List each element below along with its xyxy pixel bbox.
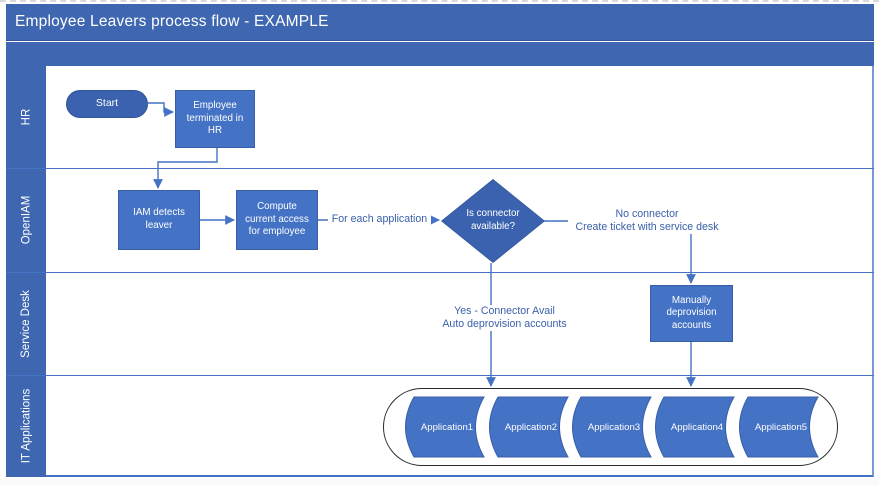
page-top-edge	[0, 0, 879, 2]
it-applications-container: Application1 Application2 Application3 A…	[383, 388, 838, 466]
compute-access-node: Compute current access for employee	[236, 190, 318, 250]
employee-terminated-node: Employee terminated in HR	[175, 90, 255, 148]
start-node: Start	[66, 90, 148, 118]
application5-shape: Application5	[731, 396, 820, 458]
lane-label-service-desk: Service Desk	[20, 289, 32, 358]
label-no-connector: No connector Create ticket with service …	[568, 208, 726, 234]
application4-shape: Application4	[647, 396, 736, 458]
lane-separator	[6, 168, 874, 169]
header-strip	[6, 42, 874, 66]
iam-detects-leaver-node: IAM detects leaver	[118, 190, 200, 250]
label-yes-connector-avail: Yes - Connector Avail Auto deprovision a…	[438, 305, 571, 331]
lane-label-column	[6, 66, 46, 477]
application1-shape: Application1	[397, 396, 486, 458]
label-for-each-application: For each application	[328, 213, 431, 226]
lane-label-it-applications: IT Applications	[20, 388, 32, 464]
lane-label-hr: HR	[20, 108, 32, 126]
application3-shape: Application3	[564, 396, 653, 458]
manually-deprovision-node: Manually deprovision accounts	[650, 285, 733, 342]
page-bottom-margin	[0, 479, 879, 485]
diagram-title: Employee Leavers process flow - EXAMPLE	[15, 13, 329, 30]
lane-label-openiam: OpenIAM	[20, 195, 33, 245]
diagram-title-bar: Employee Leavers process flow - EXAMPLE	[6, 4, 874, 41]
lane-separator	[6, 272, 874, 273]
lane-separator	[6, 375, 874, 376]
application2-shape: Application2	[481, 396, 570, 458]
